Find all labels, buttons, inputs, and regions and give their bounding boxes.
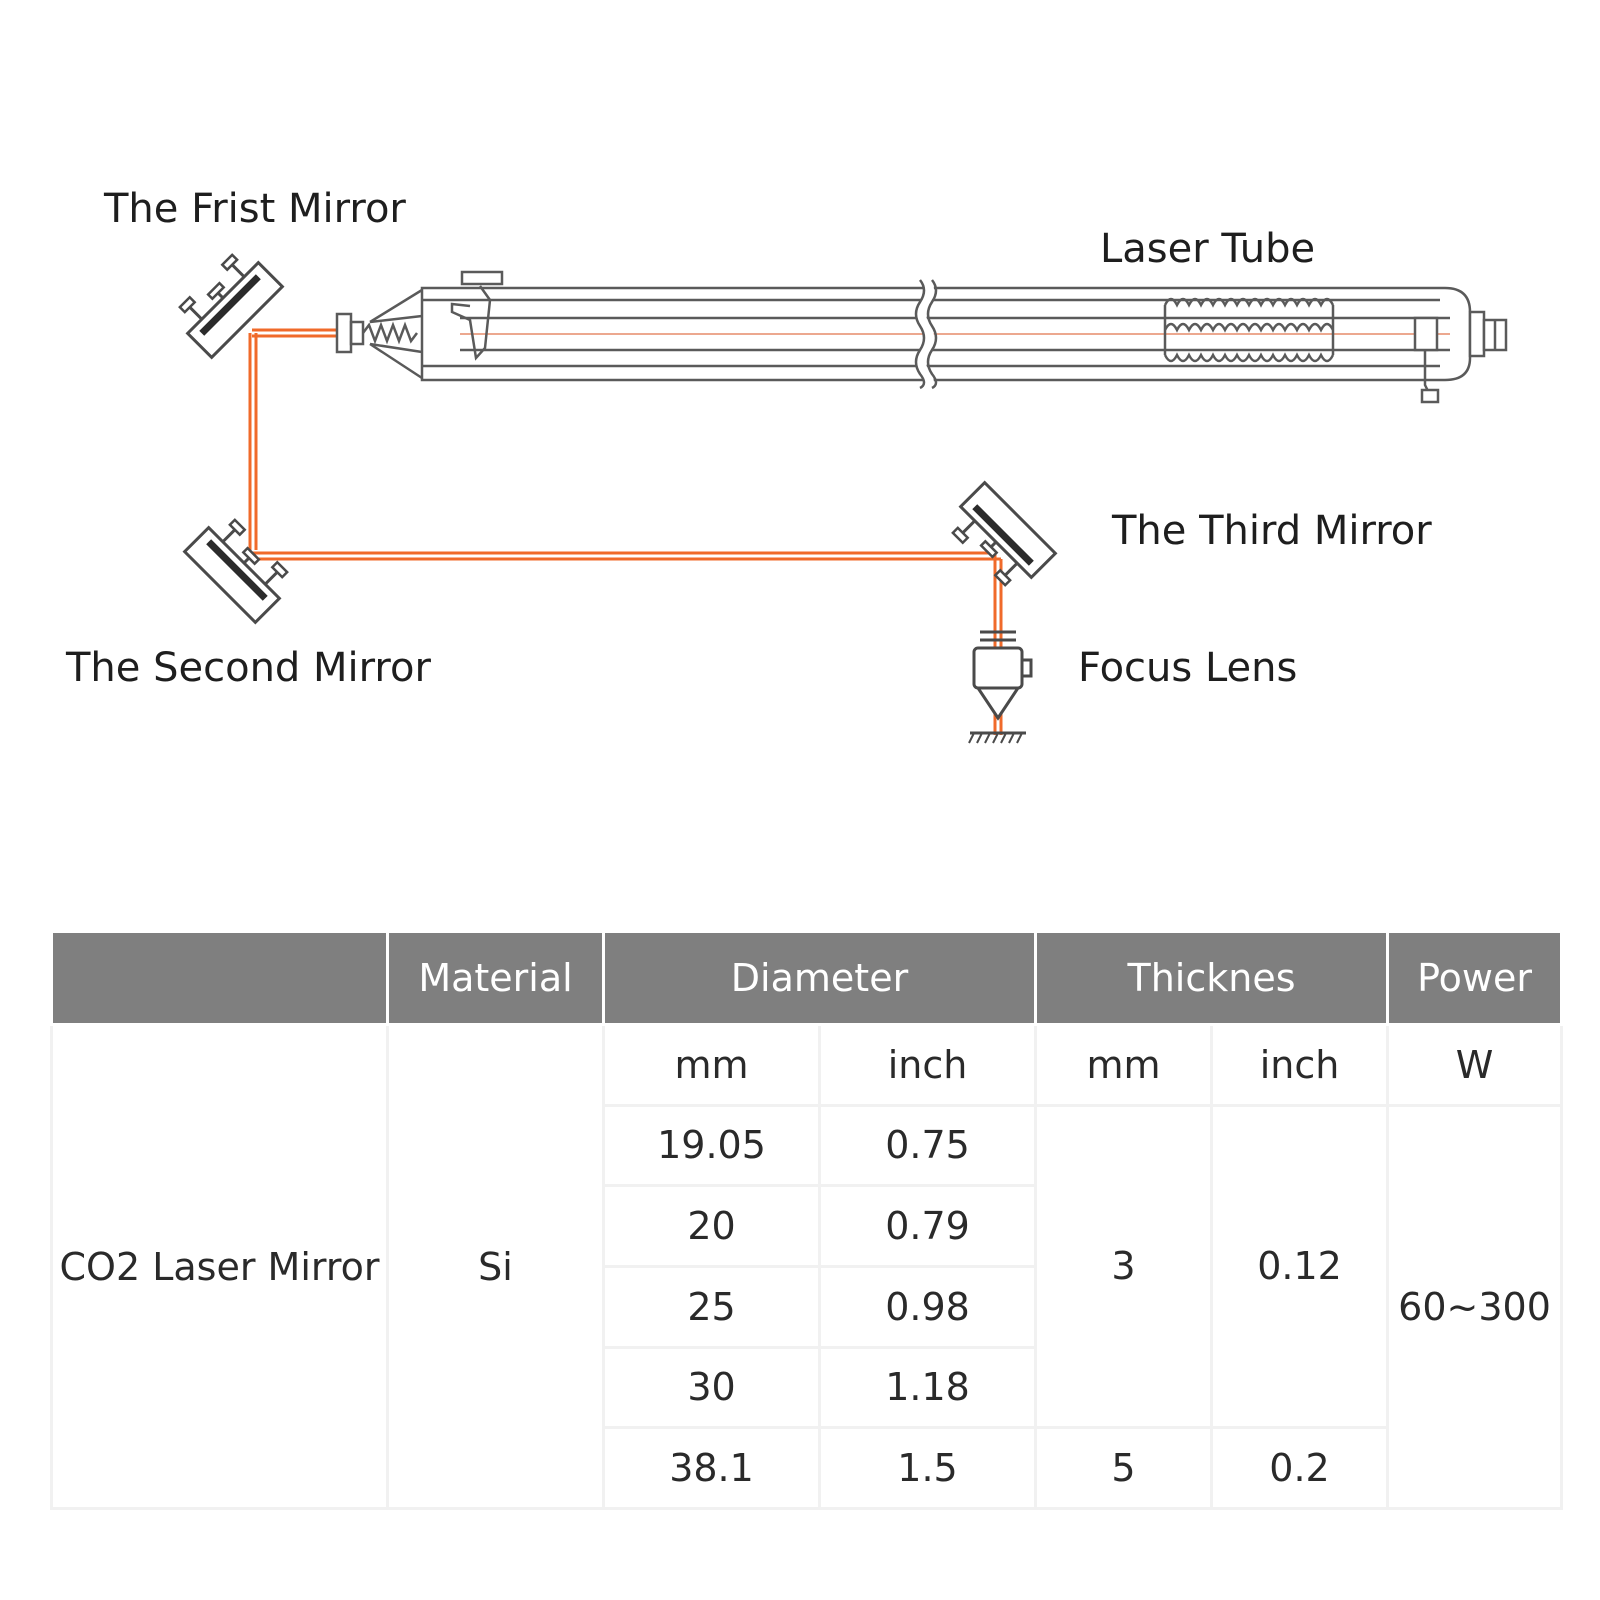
thickness-mm-cell: 5 [1034, 1426, 1213, 1510]
third-mirror-label: The Third Mirror [1112, 508, 1432, 554]
laser-path-diagram [0, 0, 1508, 744]
thickness-inch-cell: 0.2 [1209, 1426, 1390, 1510]
table-row: 30 1.18 [52, 1345, 1562, 1430]
laser-beam [248, 328, 1003, 735]
material-cell: Si [386, 1023, 605, 1510]
diameter-inch-cell: 0.98 [818, 1264, 1037, 1349]
unit-thickness-inch: inch [1209, 1023, 1390, 1107]
header-power: Power [1386, 930, 1564, 1026]
first-mirror-icon [171, 246, 283, 358]
diameter-inch-cell: 0.75 [818, 1103, 1037, 1188]
unit-thickness-mm: mm [1034, 1023, 1213, 1107]
diameter-mm-cell: 30 [602, 1345, 821, 1430]
second-mirror-icon [185, 511, 297, 623]
header-blank [50, 930, 389, 1026]
table-header-row: Material Diameter Thicknes Power [50, 930, 1564, 1026]
first-mirror-label: The Frist Mirror [104, 186, 406, 232]
table-row: 25 0.98 [52, 1264, 1562, 1349]
header-diameter: Diameter [602, 930, 1037, 1026]
power-cell: 60~300 [1386, 1103, 1564, 1511]
units-row: CO2 Laser Mirror Si mm inch mm inch W [50, 1023, 1564, 1510]
diameter-inch-cell: 1.5 [818, 1426, 1037, 1510]
diameter-inch-cell: 0.79 [818, 1184, 1037, 1268]
diameter-mm-cell: 38.1 [602, 1426, 821, 1510]
diameter-inch-cell: 1.18 [818, 1345, 1037, 1430]
header-thickness: Thicknes [1033, 930, 1390, 1026]
unit-diameter-mm: mm [602, 1023, 821, 1107]
third-mirror-icon [944, 483, 1056, 595]
laser-tube-label: Laser Tube [1100, 226, 1316, 272]
focus-lens-icon [968, 630, 1033, 744]
header-material: Material [386, 930, 605, 1026]
table-row: 19.05 0.75 3 0.12 60~300 [52, 1103, 1564, 1511]
thickness-mm-cell: 3 [1034, 1103, 1213, 1430]
product-cell: CO2 Laser Mirror [50, 1023, 389, 1510]
table-row: 38.1 1.5 5 0.2 [52, 1426, 1562, 1510]
specs-table: Material Diameter Thicknes Power CO2 Las… [50, 930, 1564, 1511]
thickness-inch-cell: 0.12 [1209, 1103, 1390, 1430]
second-mirror-label: The Second Mirror [66, 645, 431, 691]
diameter-mm-cell: 25 [602, 1264, 821, 1349]
unit-diameter-inch: inch [818, 1023, 1037, 1107]
unit-power: W [1386, 1023, 1564, 1107]
focus-lens-label: Focus Lens [1078, 645, 1298, 691]
diameter-mm-cell: 19.05 [602, 1103, 821, 1188]
diameter-mm-cell: 20 [602, 1184, 821, 1268]
laser-tube-icon [335, 270, 1508, 404]
table-row: 20 0.79 [52, 1184, 1562, 1268]
